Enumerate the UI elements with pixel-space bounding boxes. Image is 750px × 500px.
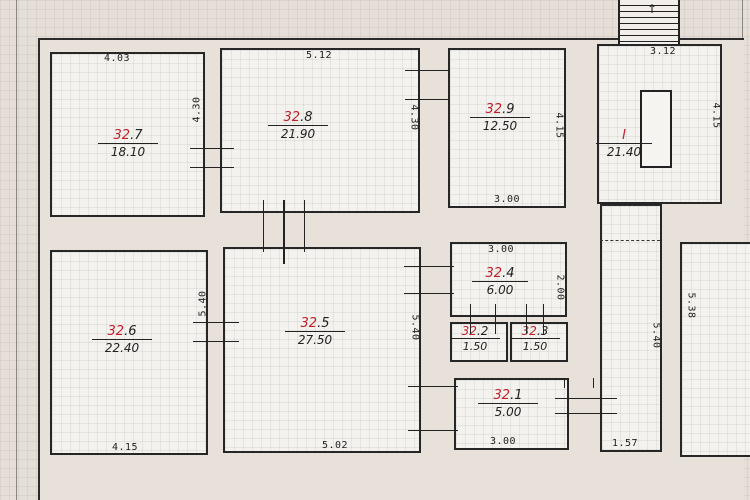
window-opening [640,90,672,168]
room-5-bottom-dimension: 5.02 [322,440,349,451]
room-32-3 [510,322,568,362]
room-8-side-dimension: 4.30 [408,104,420,131]
room-7-label: 32.7 18.10 [98,128,158,159]
room-9-bottom-dimension: 3.00 [494,194,521,205]
room-6-label: 32.6 22.40 [92,324,152,355]
room-I-top-dimension: 3.12 [650,46,677,57]
room-7-top-dimension: 4.03 [104,53,131,64]
room-2-label: 32.2 1.50 [450,324,500,353]
room-8-label: 32.8 21.90 [268,110,328,141]
room-6-bottom-dimension: 4.15 [112,442,139,453]
room-32-9 [448,48,566,208]
corridor-dashed-line [600,240,660,241]
room-32-1 [454,378,569,450]
room-8-top-dimension: 5.12 [306,50,333,61]
stair-arrow-icon: ↑ [647,2,658,16]
room-32-4 [450,242,567,317]
room-32-2 [450,322,508,362]
doorway [404,266,454,294]
room-1-bottom-dimension: 3.00 [490,436,517,447]
room-9-side-dimension: 4.15 [553,112,565,139]
corridor-bottom-dimension: 1.57 [612,438,639,449]
corridor-side-dimension: 5.40 [650,322,662,349]
room-1-label: 32.1 5.00 [478,388,538,419]
room-9-label: 32.9 12.50 [470,102,530,133]
room-6-side-dimension: 5.40 [197,290,209,317]
room-5-side-dimension: 5.40 [409,314,421,341]
doorway [283,200,285,264]
room-I-label: I 21.40 [596,128,652,159]
room-32-5 [223,247,421,453]
room-4-label: 32.4 6.00 [472,266,528,297]
doorway [193,322,239,342]
doorway [564,378,594,388]
room-right-partial [680,242,750,457]
room-4-top-dimension: 3.00 [488,244,515,255]
room-32-7 [50,52,205,217]
doorway [470,304,496,334]
corridor-dashed-line [600,205,660,206]
room-32-8 [220,48,420,213]
doorway [405,70,450,100]
sheet-margin-line [16,0,17,500]
doorway [263,200,305,252]
room-I [597,44,722,204]
doorway [526,304,544,334]
doorway [190,148,234,168]
corridor [600,204,662,452]
room-4-side-dimension: 2.00 [554,274,566,301]
staircase [618,0,680,44]
doorway [408,386,458,431]
room-3-label: 32.3 1.50 [510,324,560,353]
room-5-label: 32.5 27.50 [285,316,345,347]
room-I-side-dimension: 4.15 [710,102,722,129]
room-7-side-dimension: 4.30 [191,96,203,123]
room-32-6 [50,250,208,455]
right-room-side-dimension: 5.38 [685,292,697,319]
doorway [555,398,617,414]
